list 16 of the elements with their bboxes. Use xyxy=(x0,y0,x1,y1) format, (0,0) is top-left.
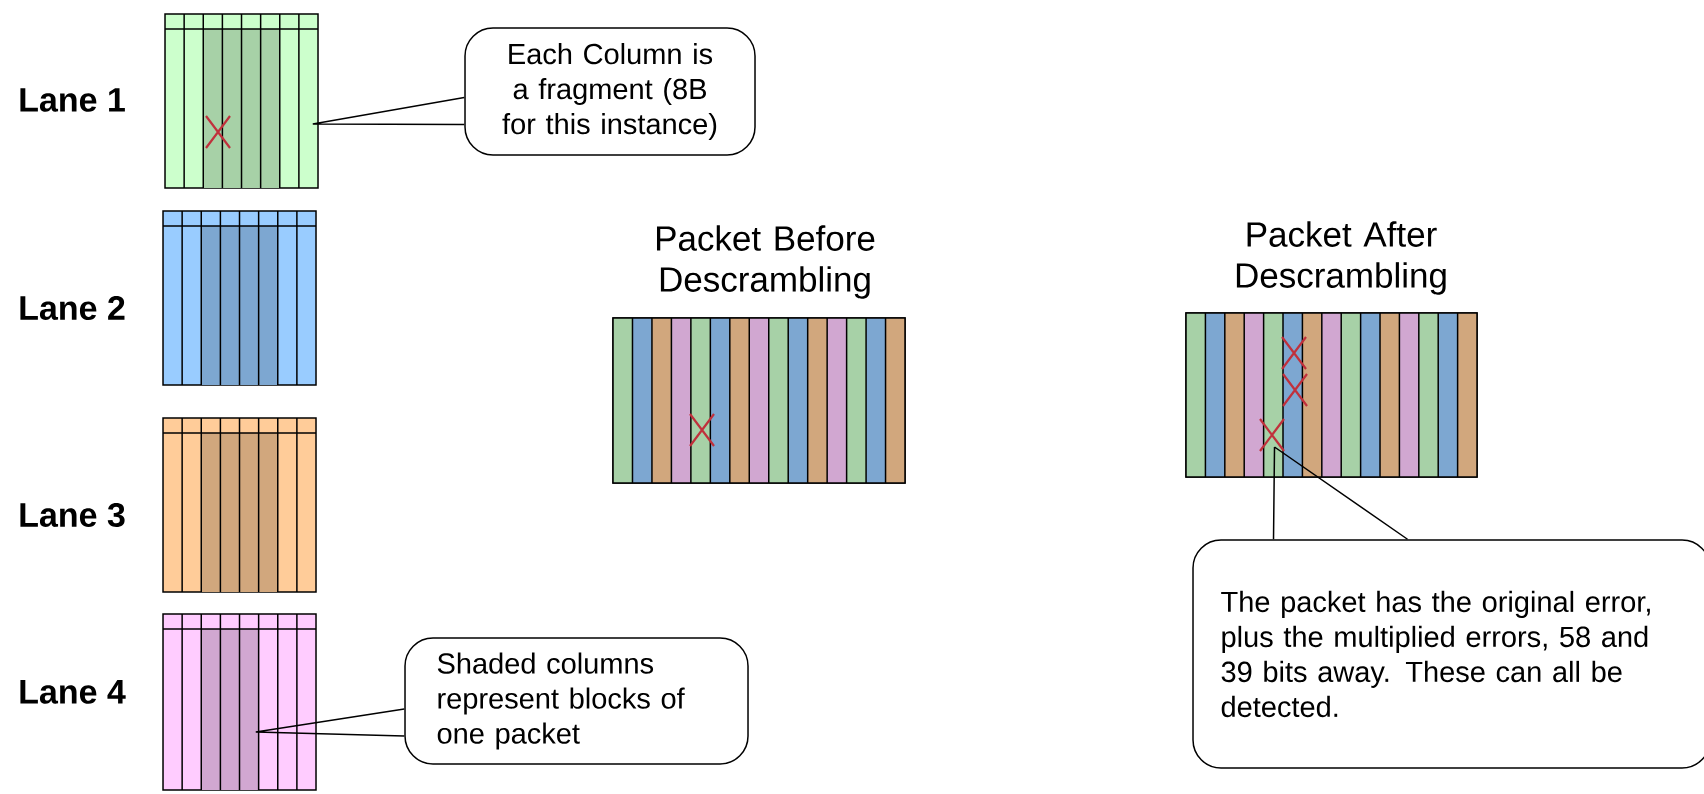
lane-grid xyxy=(164,13,319,189)
callout-pointer xyxy=(1272,446,1409,540)
callout-pointer xyxy=(312,96,465,126)
packet-title: Packet Before Descrambling xyxy=(657,225,875,299)
callout-pointer xyxy=(255,708,405,737)
callout-bubble: Each Column is a fragment (8B for this instance) xyxy=(464,27,756,156)
lane-grid xyxy=(162,210,317,386)
packet-title: Packet After Descrambling xyxy=(1236,221,1446,295)
lane-label: Lane 1 xyxy=(20,88,125,112)
callout-bubble: The packet has the original error, plus the multiplied errors, 58 and 39 bits away. These can all be detected. xyxy=(1192,539,1704,769)
lane-grid xyxy=(162,417,317,593)
lane-label: Lane 3 xyxy=(20,502,125,528)
lane-label: Lane 2 xyxy=(20,295,125,321)
lane-grid xyxy=(162,613,317,791)
callout-bubble: Shaded columns represent blocks of one packet xyxy=(404,637,749,765)
lane-label: Lane 4 xyxy=(20,680,126,704)
